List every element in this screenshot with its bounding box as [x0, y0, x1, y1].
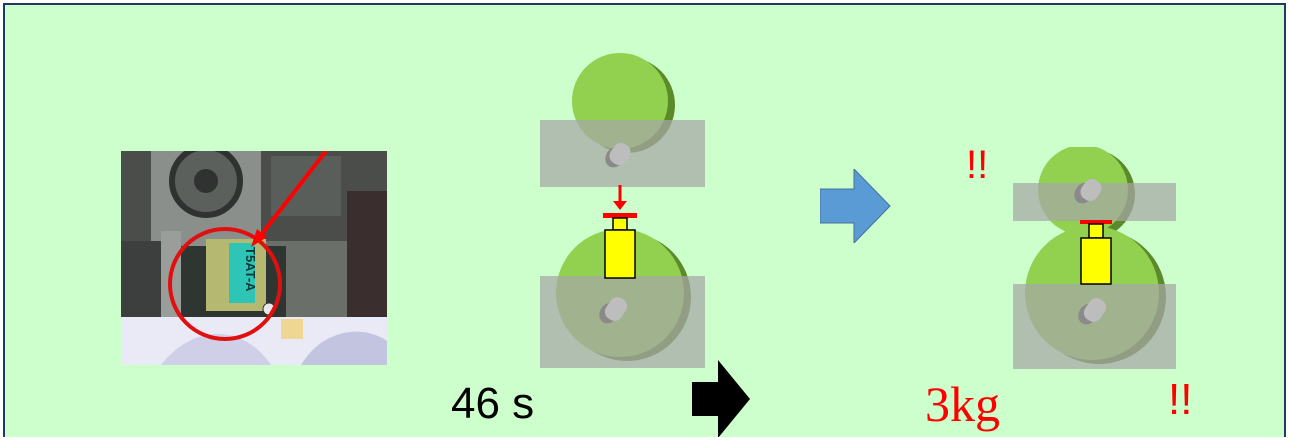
exclamation-bottom: !!	[1168, 375, 1193, 424]
exclamation-top: !!	[966, 143, 989, 187]
right-arrow-black-icon	[692, 360, 750, 437]
upper-shaft-icon	[1074, 178, 1102, 204]
highlight-circle	[168, 227, 282, 341]
roller-diagram-after	[1013, 147, 1176, 369]
weight-label: 3kg	[925, 376, 1000, 432]
machine-photo: T5AT-A	[121, 151, 387, 365]
gauge-stem	[1088, 223, 1104, 239]
machine-tag-text: T5AT-A	[243, 247, 258, 292]
lower-shaft-icon	[1078, 298, 1107, 325]
gauge-plate	[1080, 220, 1112, 224]
lower-block	[540, 276, 705, 368]
right-arrow-blue-icon	[820, 169, 891, 243]
gauge-body	[604, 229, 636, 279]
red-pointer-arrow-head	[251, 229, 267, 247]
slide-panel: T5AT-A	[3, 3, 1286, 437]
roller-diagram-before	[540, 53, 705, 368]
gauge-body	[1080, 237, 1112, 285]
time-label: 46 s	[451, 379, 535, 428]
gauge-stem	[612, 217, 628, 231]
lower-block	[1013, 284, 1176, 369]
press-arrow-head	[613, 201, 627, 210]
lower-shaft-icon	[599, 297, 628, 324]
red-pointer-arrow-shaft	[259, 151, 328, 237]
gauge-plate	[603, 213, 637, 218]
upper-shaft-icon	[605, 142, 631, 168]
